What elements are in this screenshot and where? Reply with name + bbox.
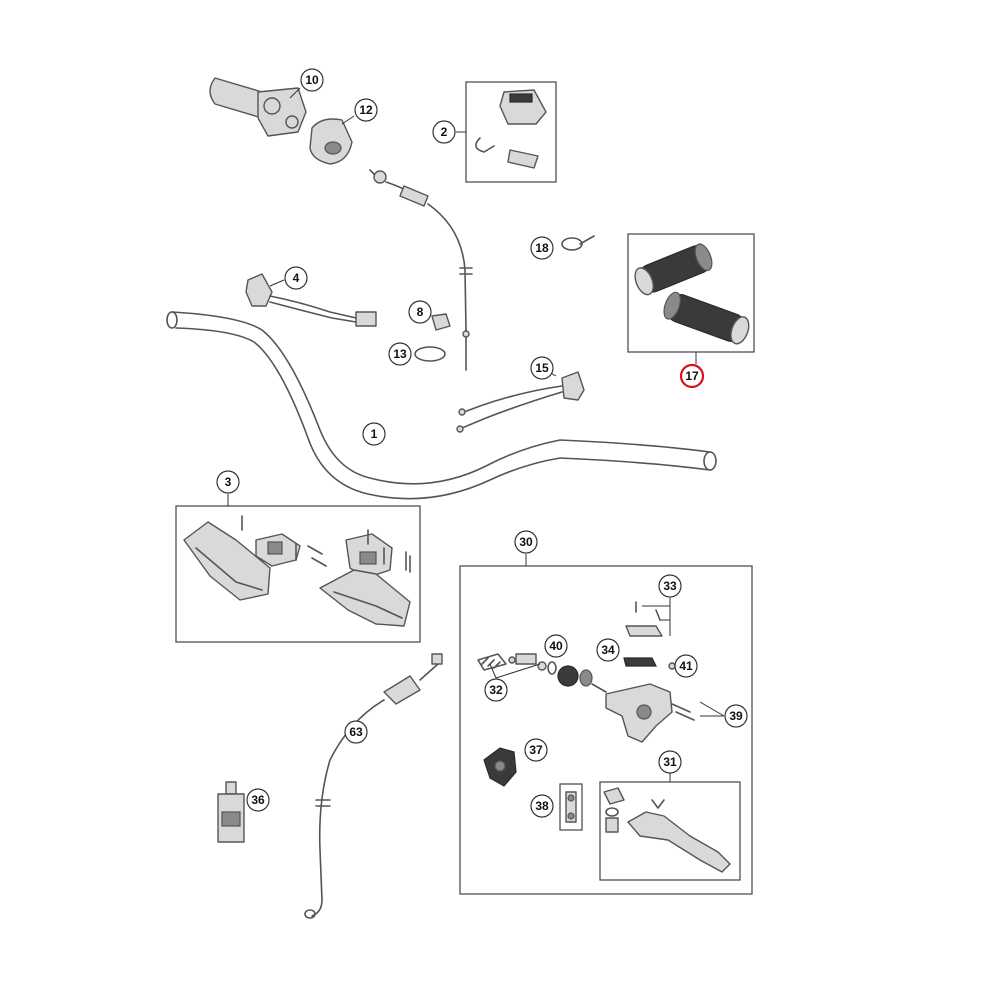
part-throttle-cable: [369, 169, 473, 371]
svg-text:2: 2: [441, 125, 448, 139]
part-cable-tie: [561, 235, 595, 251]
svg-text:41: 41: [679, 659, 693, 673]
callout-3: 3: [216, 470, 240, 494]
callout-13: 13: [388, 342, 412, 366]
part-clamp: [483, 747, 517, 787]
part-throttle-housing: [309, 118, 353, 165]
part-master-cylinder: [477, 601, 695, 743]
part-grips: [634, 243, 750, 345]
callout-2: 2: [432, 120, 456, 144]
part-switch-wiring: [245, 273, 377, 327]
group-box-17: [627, 233, 755, 353]
callout-38: 38: [530, 794, 554, 818]
callout-40: 40: [544, 634, 568, 658]
callout-39: 39: [724, 704, 748, 728]
svg-text:32: 32: [489, 683, 503, 697]
callout-8: 8: [408, 300, 432, 324]
part-kill-switch: [475, 89, 547, 169]
svg-text:39: 39: [729, 709, 743, 723]
callout-1: 1: [362, 422, 386, 446]
callout-33: 33: [658, 574, 682, 598]
callout-18: 18: [530, 236, 554, 260]
svg-text:3: 3: [225, 475, 232, 489]
callout-30: 30: [514, 530, 538, 554]
group-box-38: [559, 783, 583, 831]
part-small-clamp: [431, 313, 451, 331]
callout-63: 63: [344, 720, 368, 744]
svg-text:15: 15: [535, 361, 549, 375]
callout-4: 4: [284, 266, 308, 290]
callout-10: 10: [300, 68, 324, 92]
svg-text:4: 4: [293, 271, 300, 285]
svg-text:13: 13: [393, 347, 407, 361]
group-box-3: [175, 505, 421, 643]
part-handlebar: [166, 311, 717, 500]
part-o-ring: [414, 346, 446, 362]
leader-lines: [227, 87, 725, 782]
svg-text:10: 10: [305, 73, 319, 87]
group-box-30: [459, 565, 753, 895]
svg-text:8: 8: [417, 305, 424, 319]
part-fluid-bottle: [217, 781, 245, 843]
part-sight-glass: [565, 791, 577, 823]
svg-text:33: 33: [663, 579, 677, 593]
svg-text:38: 38: [535, 799, 549, 813]
svg-text:34: 34: [601, 643, 615, 657]
svg-text:63: 63: [349, 725, 363, 739]
part-brake-lever: [603, 787, 731, 873]
svg-text:30: 30: [519, 535, 533, 549]
svg-text:17: 17: [685, 369, 699, 383]
svg-text:12: 12: [359, 103, 373, 117]
callout-36: 36: [246, 788, 270, 812]
part-hydraulic-line: [304, 653, 443, 919]
callout-15: 15: [530, 356, 554, 380]
callout-41: 41: [674, 654, 698, 678]
callout-32: 32: [484, 678, 508, 702]
svg-text:31: 31: [663, 755, 677, 769]
callout-34: 34: [596, 638, 620, 662]
svg-text:1: 1: [371, 427, 378, 441]
callout-37: 37: [524, 738, 548, 762]
callout-17: 17: [679, 363, 705, 389]
part-hand-guards: [183, 515, 411, 627]
svg-text:18: 18: [535, 241, 549, 255]
svg-text:40: 40: [549, 639, 563, 653]
part-lever-switch: [456, 371, 585, 433]
svg-text:36: 36: [251, 793, 265, 807]
part-throttle-grip: [209, 77, 307, 137]
callout-31: 31: [658, 750, 682, 774]
callout-12: 12: [354, 98, 378, 122]
svg-text:37: 37: [529, 743, 543, 757]
